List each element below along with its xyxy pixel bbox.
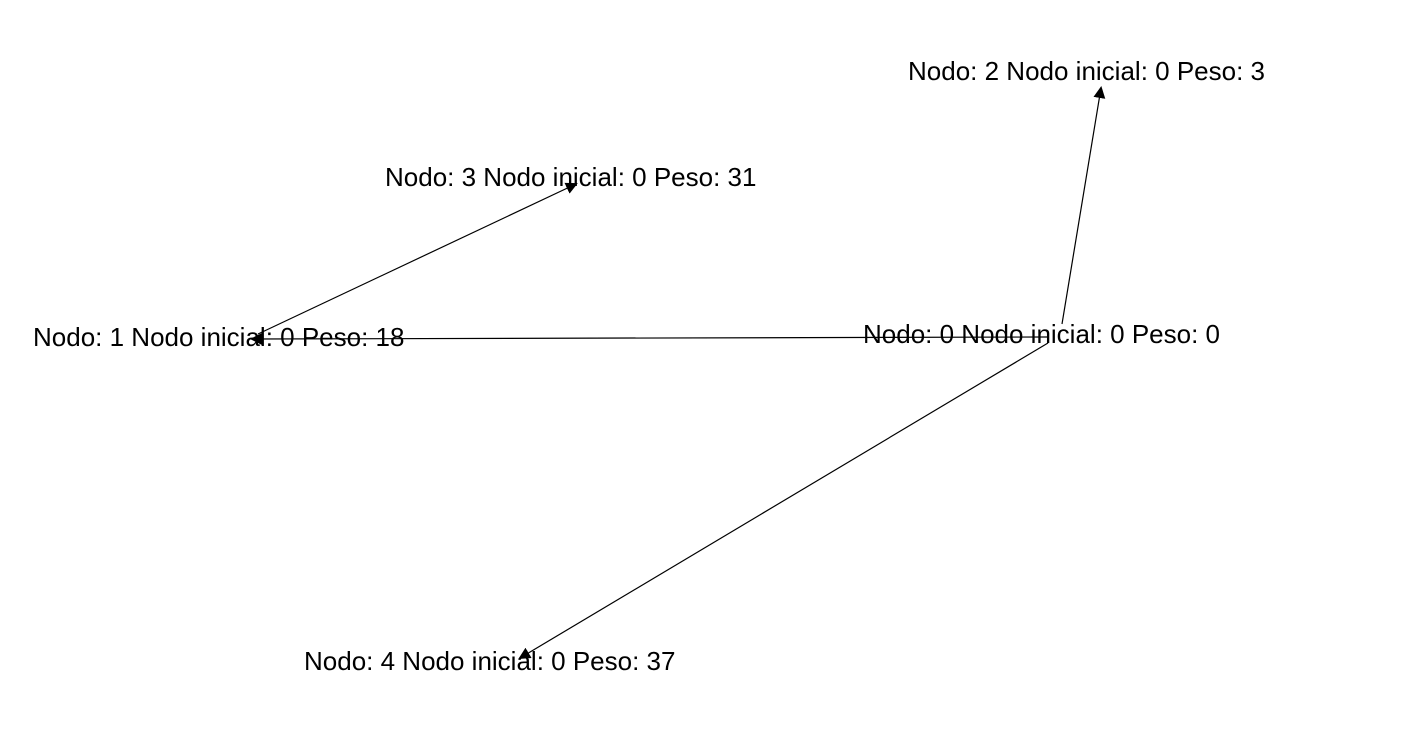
- node-3-label: Nodo: 3 Nodo inicial: 0 Peso: 31: [385, 162, 756, 192]
- edge-0-to-4: [518, 342, 1049, 660]
- node-1-label: Nodo: 1 Nodo inicial: 0 Peso: 18: [33, 322, 404, 352]
- edge-0-to-2: [1061, 86, 1106, 325]
- node-2-label: Nodo: 2 Nodo inicial: 0 Peso: 3: [908, 56, 1265, 86]
- node-4-label: Nodo: 4 Nodo inicial: 0 Peso: 37: [304, 646, 675, 676]
- edge-1-to-3: [257, 182, 578, 335]
- edge-0-to-1: [250, 332, 1049, 345]
- node-0-label: Nodo: 0 Nodo inicial: 0 Peso: 0: [863, 319, 1220, 349]
